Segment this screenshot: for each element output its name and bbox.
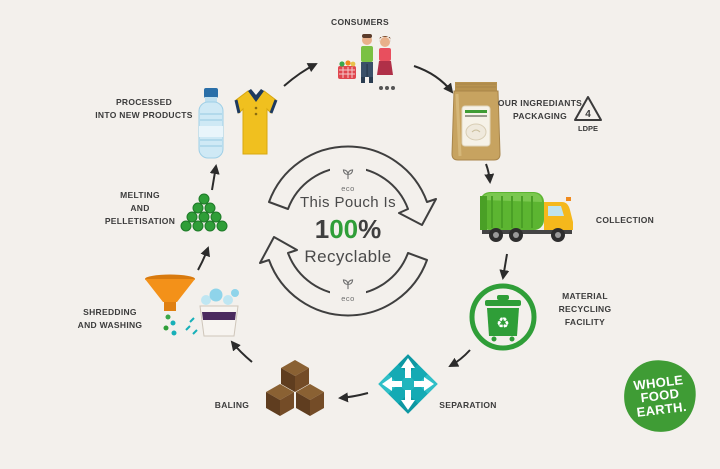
- baling-label: BALING: [214, 400, 250, 410]
- products-label: PROCESSED INTO NEW PRODUCTS: [95, 97, 193, 120]
- sprout-icon: [342, 169, 354, 180]
- eco-badge-top: eco: [330, 166, 366, 194]
- arrow-melting-to-products: [209, 164, 220, 191]
- ldpe-icon: 4 LDPE: [574, 96, 602, 133]
- bale-cube: [281, 360, 309, 392]
- recycle-symbol: ♻: [496, 315, 509, 332]
- melting-label: MELTING AND PELLETISATION: [104, 190, 176, 226]
- arrow-products-to-consumers: [283, 63, 318, 87]
- eco-text-bottom: eco: [341, 294, 355, 303]
- ldpe-label: LDPE: [578, 124, 598, 133]
- claim-line3: Recyclable: [304, 247, 392, 266]
- arrow-collection-to-mrf: [499, 253, 510, 280]
- shredding-label: SHREDDING AND WASHING: [77, 307, 143, 330]
- shredding-icon: [145, 274, 239, 337]
- separation-icon: [378, 354, 438, 414]
- mrf-icon: ♻: [469, 283, 537, 351]
- arrow-shredding-to-melting: [197, 246, 210, 271]
- sprout-icon: [342, 279, 354, 290]
- eco-text-top: eco: [341, 184, 355, 193]
- consumers-icon: [338, 34, 395, 90]
- arrow-separation-to-baling: [338, 392, 369, 403]
- brand-logo-text: WHOLE FOOD EARTH.: [632, 371, 688, 420]
- arrow-baling-to-shredding: [230, 340, 253, 363]
- eco-badge-bottom: eco: [330, 276, 366, 304]
- pct-symbol: %: [358, 214, 382, 244]
- arrow-consumers-to-packaging: [413, 65, 454, 94]
- separation-label: SEPARATION: [439, 400, 497, 410]
- brand-logo: WHOLE FOOD EARTH.: [619, 355, 701, 437]
- claim-percent: 100%: [276, 214, 420, 245]
- collection-truck-icon: [480, 192, 573, 242]
- center-claim: This Pouch Is 100% Recyclable: [276, 194, 420, 267]
- pct-zeros: 00: [329, 214, 359, 244]
- collection-label: COLLECTION: [595, 215, 655, 225]
- melting-icon: [180, 193, 228, 232]
- claim-line1: This Pouch Is: [299, 194, 397, 211]
- pct-one: 1: [314, 214, 330, 244]
- ldpe-number: 4: [585, 109, 591, 120]
- baling-icon: [266, 360, 324, 416]
- packaging-pouch-icon: [451, 82, 501, 161]
- consumers-label: CONSUMERS: [331, 17, 389, 27]
- packaging-label: OUR INGREDIANTS PACKAGING: [497, 98, 583, 121]
- bale-cube: [266, 384, 294, 416]
- bale-cube: [296, 384, 324, 416]
- mrf-label: MATERIAL RECYCLING FACILITY: [558, 291, 612, 327]
- products-icon: [198, 88, 278, 159]
